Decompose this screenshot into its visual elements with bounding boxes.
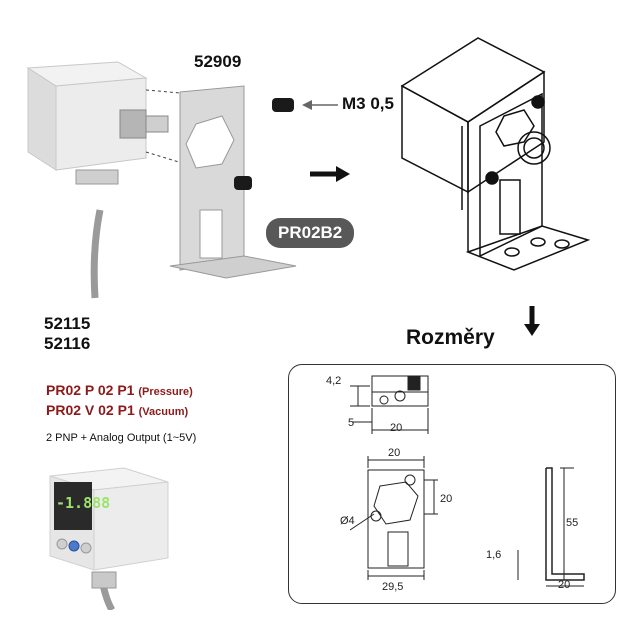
model-vacuum: PR02 V 02 P1 (Vacuum)	[46, 402, 188, 418]
sensor-bracket-exploded-illustration	[26, 61, 297, 299]
dimensions-arrow-down	[524, 306, 540, 336]
dim-hole-diameter: Ø4	[340, 515, 355, 527]
dim-side-height: 55	[566, 517, 578, 529]
sensor-code-2: 52116	[44, 334, 91, 353]
screw-label: M3 0,5	[342, 94, 394, 113]
dim-top-height: 4,2	[326, 375, 341, 387]
model-vacuum-type: (Vacuum)	[138, 406, 189, 418]
model-pressure-code: PR02 P 02 P1	[46, 382, 135, 398]
dim-side-thickness: 1,6	[486, 549, 501, 561]
dim-front-hole-spacing: 20	[388, 447, 400, 459]
output-spec: 2 PNP + Analog Output (1~5V)	[46, 432, 197, 444]
screw-pointer-arrow	[302, 100, 338, 110]
dim-front-height: 20	[440, 493, 452, 505]
sensor-code-1: 52115	[44, 314, 91, 333]
dim-side-width: 20	[558, 579, 570, 591]
dim-top-width: 20	[390, 422, 402, 434]
assembly-arrow-right	[310, 166, 350, 182]
assembled-sensor-drawing	[400, 37, 591, 271]
dimension-drawings: 4,2 5 20 20 20 Ø4 29,5 1,6 55 20	[326, 375, 585, 593]
dimensions-title: Rozměry	[406, 326, 495, 349]
bracket-model-badge: PR02B2	[266, 218, 355, 248]
model-vacuum-code: PR02 V 02 P1	[46, 402, 135, 418]
dim-top-offset: 5	[348, 417, 354, 429]
dimensions-panel	[288, 364, 616, 604]
model-pressure-type: (Pressure)	[138, 386, 193, 398]
bracket-code: 52909	[194, 52, 242, 71]
sensor-display-photo	[49, 467, 169, 610]
display-reading: -1.888	[56, 494, 111, 512]
dim-front-width: 29,5	[382, 581, 403, 593]
model-pressure: PR02 P 02 P1 (Pressure)	[46, 382, 193, 398]
